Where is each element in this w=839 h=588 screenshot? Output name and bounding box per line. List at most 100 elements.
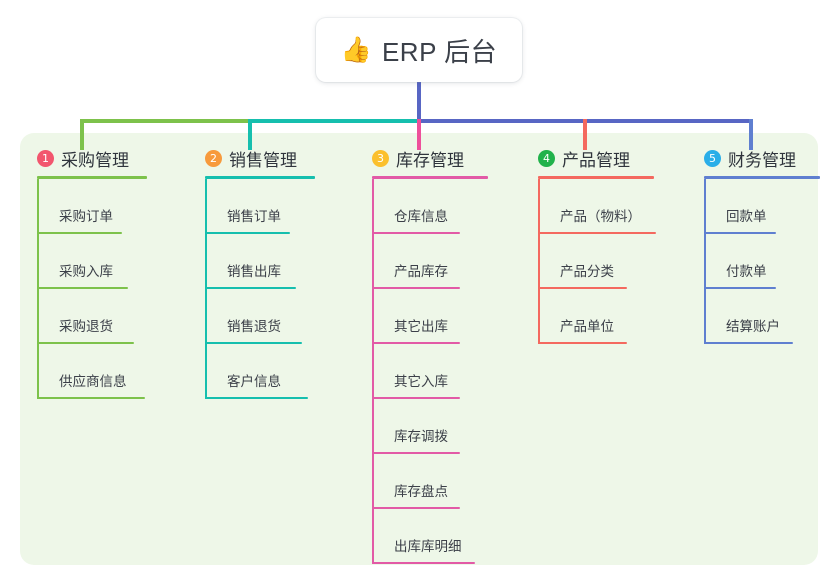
leaf-item-rule [538,232,656,234]
leaf-list-2: 销售订单销售出库销售退货客户信息 [205,179,315,399]
leaf-spine-4 [538,179,540,344]
column-badge-4: 4 [538,149,555,167]
thumbs-up-icon: 👍 [340,35,372,64]
leaf-item[interactable]: 回款单 [704,179,820,234]
leaf-item-rule [704,232,776,234]
leaf-item-rule [372,232,460,234]
leaf-item[interactable]: 供应商信息 [37,344,147,399]
column-header-rule-1 [37,176,147,179]
leaf-item[interactable]: 销售退货 [205,289,315,344]
leaf-item-rule [37,397,145,399]
leaf-item-label: 采购入库 [59,264,113,279]
column-4: 4 产品管理产品（物料） 产品分类产品单位 [538,146,656,344]
leaf-item-label: 客户信息 [227,374,281,389]
leaf-item-label: 销售退货 [227,319,281,334]
leaf-item-rule [538,342,627,344]
column-title-2: 销售管理 [229,150,297,170]
leaf-spine-5 [704,179,706,344]
leaf-item-rule [372,562,475,564]
leaf-item[interactable]: 库存盘点 [372,454,488,509]
leaf-item[interactable]: 采购入库 [37,234,147,289]
leaf-item-label: 其它入库 [394,374,448,389]
leaf-list-1: 采购订单采购入库采购退货供应商信息 [37,179,147,399]
leaf-item-rule [37,287,128,289]
leaf-item[interactable]: 其它出库 [372,289,488,344]
leaf-item[interactable]: 销售出库 [205,234,315,289]
leaf-list-5: 回款单付款单结算账户 [704,179,820,344]
leaf-item-label: 付款单 [726,264,767,279]
root-node-card[interactable]: 👍 ERP 后台 [316,18,522,82]
leaf-item-rule [704,287,776,289]
column-title-4: 产品管理 [562,150,630,170]
column-badge-5: 5 [704,149,721,167]
leaf-item-rule [37,342,134,344]
leaf-item[interactable]: 库存调拨 [372,399,488,454]
leaf-item-label: 库存调拨 [394,429,448,444]
leaf-item-label: 采购订单 [59,209,113,224]
leaf-item-label: 产品（物料） [560,209,641,224]
leaf-spine-2 [205,179,207,399]
leaf-item-label: 产品分类 [560,264,614,279]
column-header-5[interactable]: 5 财务管理 [704,146,820,170]
column-title-1: 采购管理 [61,150,129,170]
leaf-item-rule [205,232,290,234]
column-header-rule-5 [704,176,820,179]
column-1: 1 采购管理采购订单采购入库采购退货供应商信息 [37,146,147,399]
leaf-item[interactable]: 销售订单 [205,179,315,234]
leaf-item-rule [372,342,460,344]
column-header-rule-2 [205,176,315,179]
leaf-item-label: 库存盘点 [394,484,448,499]
leaf-item[interactable]: 产品单位 [538,289,654,344]
leaf-list-4: 产品（物料） 产品分类产品单位 [538,179,656,344]
leaf-item[interactable]: 结算账户 [704,289,820,344]
leaf-item-label: 销售出库 [227,264,281,279]
column-header-3[interactable]: 3 库存管理 [372,146,488,170]
leaf-item-rule [205,397,308,399]
column-badge-1: 1 [37,149,54,167]
leaf-item-rule [538,287,627,289]
leaf-item-label: 回款单 [726,209,767,224]
leaf-item-label: 采购退货 [59,319,113,334]
leaf-item-label: 其它出库 [394,319,448,334]
leaf-item-rule [37,232,122,234]
leaf-item-rule [205,342,302,344]
leaf-item-label: 出库库明细 [394,539,462,554]
column-header-1[interactable]: 1 采购管理 [37,146,147,170]
leaf-item-rule [372,452,460,454]
leaf-item-rule [372,507,460,509]
leaf-item[interactable]: 采购退货 [37,289,147,344]
leaf-item-rule [372,397,460,399]
column-title-3: 库存管理 [396,150,464,170]
leaf-item-label: 销售订单 [227,209,281,224]
leaf-item-label: 产品库存 [394,264,448,279]
leaf-item[interactable]: 出库库明细 [372,509,488,564]
leaf-item-label: 仓库信息 [394,209,448,224]
leaf-spine-3 [372,179,374,564]
column-title-5: 财务管理 [728,150,796,170]
column-3: 3 库存管理仓库信息产品库存其它出库其它入库库存调拨库存盘点出库库明细 [372,146,488,564]
leaf-item[interactable]: 产品分类 [538,234,654,289]
column-2: 2 销售管理销售订单销售出库销售退货客户信息 [205,146,315,399]
leaf-item-rule [704,342,793,344]
leaf-item[interactable]: 产品（物料） [538,179,656,234]
column-header-4[interactable]: 4 产品管理 [538,146,654,170]
column-header-2[interactable]: 2 销售管理 [205,146,315,170]
leaf-item-rule [372,287,460,289]
leaf-item[interactable]: 采购订单 [37,179,147,234]
leaf-item[interactable]: 付款单 [704,234,820,289]
leaf-item[interactable]: 其它入库 [372,344,488,399]
column-5: 5 财务管理回款单付款单结算账户 [704,146,820,344]
leaf-item[interactable]: 客户信息 [205,344,315,399]
leaf-spine-1 [37,179,39,399]
leaf-item-rule [205,287,296,289]
root-node-label: ERP 后台 [381,36,498,67]
column-header-rule-3 [372,176,488,179]
leaf-list-3: 仓库信息产品库存其它出库其它入库库存调拨库存盘点出库库明细 [372,179,488,564]
leaf-item[interactable]: 产品库存 [372,234,488,289]
column-badge-2: 2 [205,149,222,167]
column-badge-3: 3 [372,149,389,167]
leaf-item[interactable]: 仓库信息 [372,179,488,234]
leaf-item-label: 产品单位 [560,319,614,334]
leaf-item-label: 供应商信息 [59,374,127,389]
